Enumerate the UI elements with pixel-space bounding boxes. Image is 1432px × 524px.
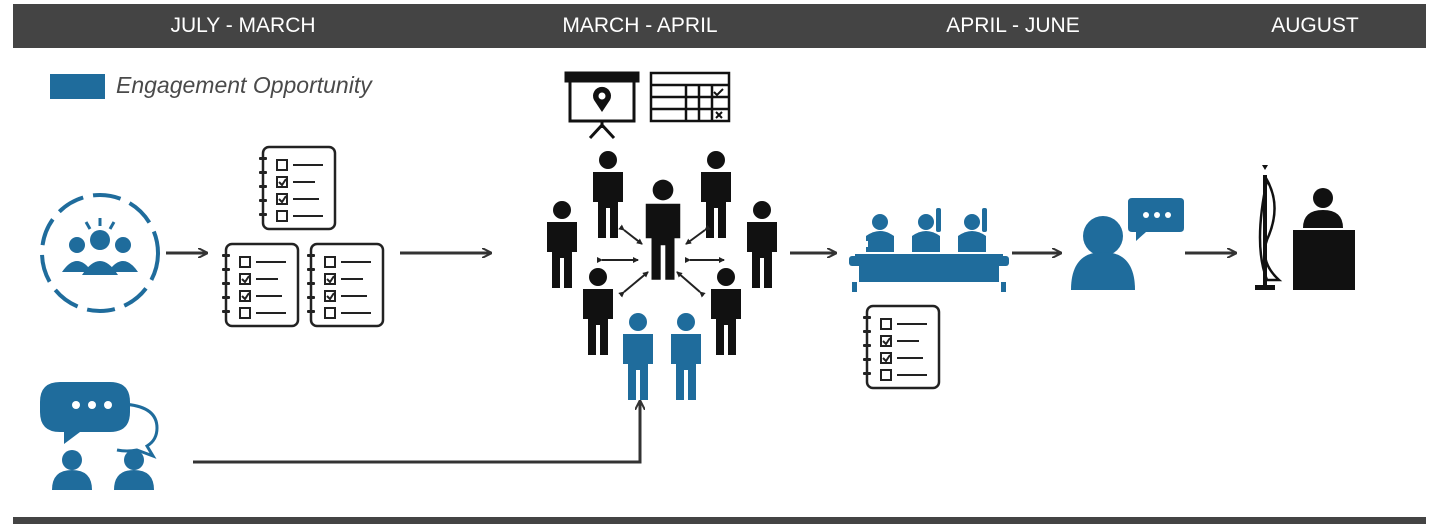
community-meeting-icon (40, 193, 160, 313)
spreadsheet-icon (649, 71, 731, 123)
timeline-header-bar (13, 4, 1426, 48)
public-people-icon (623, 313, 701, 400)
speaker-comment-icon (1071, 198, 1184, 290)
official-podium-icon (1255, 165, 1355, 290)
legend-label: Engagement Opportunity (116, 72, 372, 98)
phase-label-4: AUGUST (1271, 14, 1359, 37)
hearing-panel-icon (849, 208, 1009, 292)
people-network-icon (547, 151, 777, 355)
chat-people-icon (40, 382, 159, 490)
phase-label-1: JULY - MARCH (170, 14, 316, 37)
flow-arrows (166, 253, 1235, 464)
legend-swatch (50, 74, 105, 99)
presentation-map-icon (564, 71, 640, 140)
phase-label-2: MARCH - APRIL (562, 14, 718, 37)
phase-label-3: APRIL - JUNE (946, 14, 1080, 37)
checklist-icon (220, 145, 385, 328)
timeline-footer-bar (13, 517, 1426, 524)
checklist-icon (861, 304, 941, 390)
